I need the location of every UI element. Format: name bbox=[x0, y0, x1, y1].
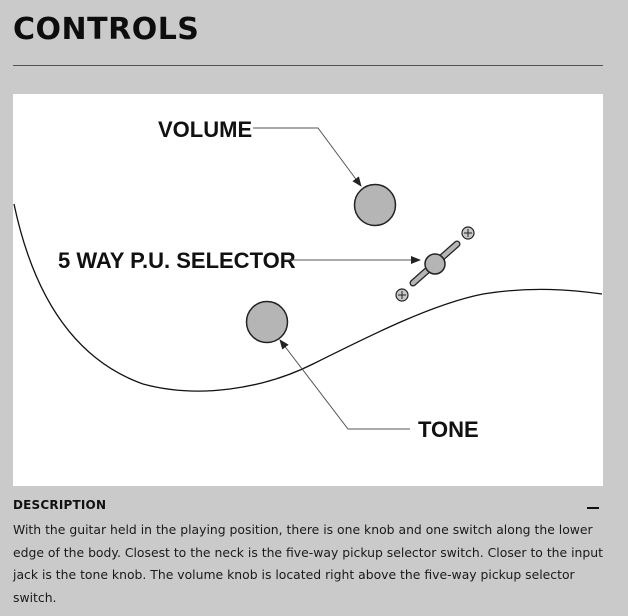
title-divider bbox=[13, 65, 603, 66]
page-title: CONTROLS bbox=[13, 12, 200, 47]
minus-icon[interactable] bbox=[584, 497, 602, 515]
volume-leader-line bbox=[253, 127, 362, 187]
selector-switch bbox=[409, 240, 461, 287]
description-text: With the guitar held in the playing posi… bbox=[13, 522, 603, 605]
description-header: DESCRIPTION bbox=[13, 497, 603, 517]
volume-knob bbox=[353, 183, 397, 227]
tone-label: TONE bbox=[418, 417, 479, 442]
controls-diagram-svg: VOLUME 5 WAY P.U. SELECTOR TONE bbox=[13, 117, 603, 442]
screw-icon bbox=[461, 226, 475, 240]
tone-knob bbox=[245, 300, 289, 344]
selector-switch-tip bbox=[424, 253, 446, 275]
selector-label: 5 WAY P.U. SELECTOR bbox=[58, 248, 296, 273]
controls-diagram: VOLUME 5 WAY P.U. SELECTOR TONE bbox=[13, 94, 603, 486]
guitar-body-edge bbox=[13, 203, 603, 392]
volume-label: VOLUME bbox=[158, 117, 252, 142]
description-heading: DESCRIPTION bbox=[13, 498, 107, 512]
screw-icon bbox=[395, 288, 409, 302]
tone-leader-line bbox=[279, 339, 410, 430]
